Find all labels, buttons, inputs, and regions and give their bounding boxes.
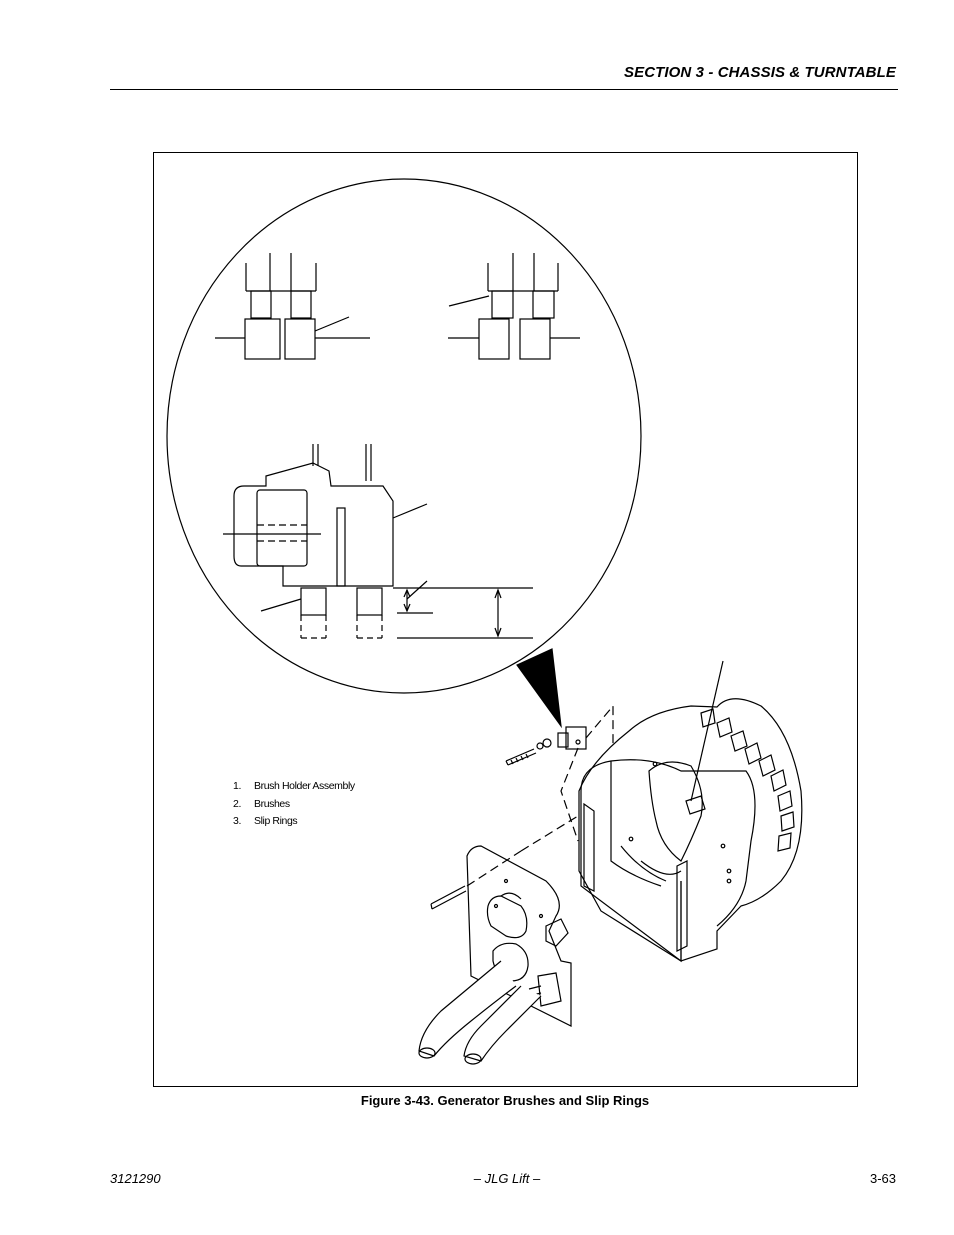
legend-label: Brush Holder Assembly [254, 780, 355, 792]
legend-label: Slip Rings [254, 815, 298, 827]
legend-number: 1. [233, 780, 241, 792]
detail-magnifier [166, 178, 642, 729]
section-title: SECTION 3 - CHASSIS & TURNTABLE [623, 64, 896, 81]
rear-plate-assembly [418, 815, 579, 1065]
figure-caption: Figure 3-43. Generator Brushes and Slip … [360, 1093, 650, 1108]
legend-number: 2. [233, 797, 241, 810]
legend-item: 3. Slip Rings [233, 813, 355, 831]
generator-illustration [166, 178, 803, 1065]
page-number: 3-63 [869, 1171, 896, 1186]
figure-legend: 1. Brush Holder Assembly 2. Brushes 3. S… [233, 778, 355, 831]
legend-number: 3. [233, 815, 241, 827]
legend-item: 2. Brushes [233, 796, 355, 814]
legend-label: Brushes [254, 797, 290, 810]
footer-brand: – JLG Lift – [473, 1171, 541, 1186]
generator-housing [578, 660, 803, 963]
document-number: 3121290 [110, 1171, 161, 1186]
legend-item: 1. Brush Holder Assembly [233, 778, 355, 796]
header-divider [110, 89, 898, 90]
brush-detail-left [215, 253, 370, 360]
figure-frame: 1. Brush Holder Assembly 2. Brushes 3. S… [153, 152, 858, 1087]
brush-detail-right [448, 253, 580, 360]
brush-holder-detail [223, 444, 533, 639]
